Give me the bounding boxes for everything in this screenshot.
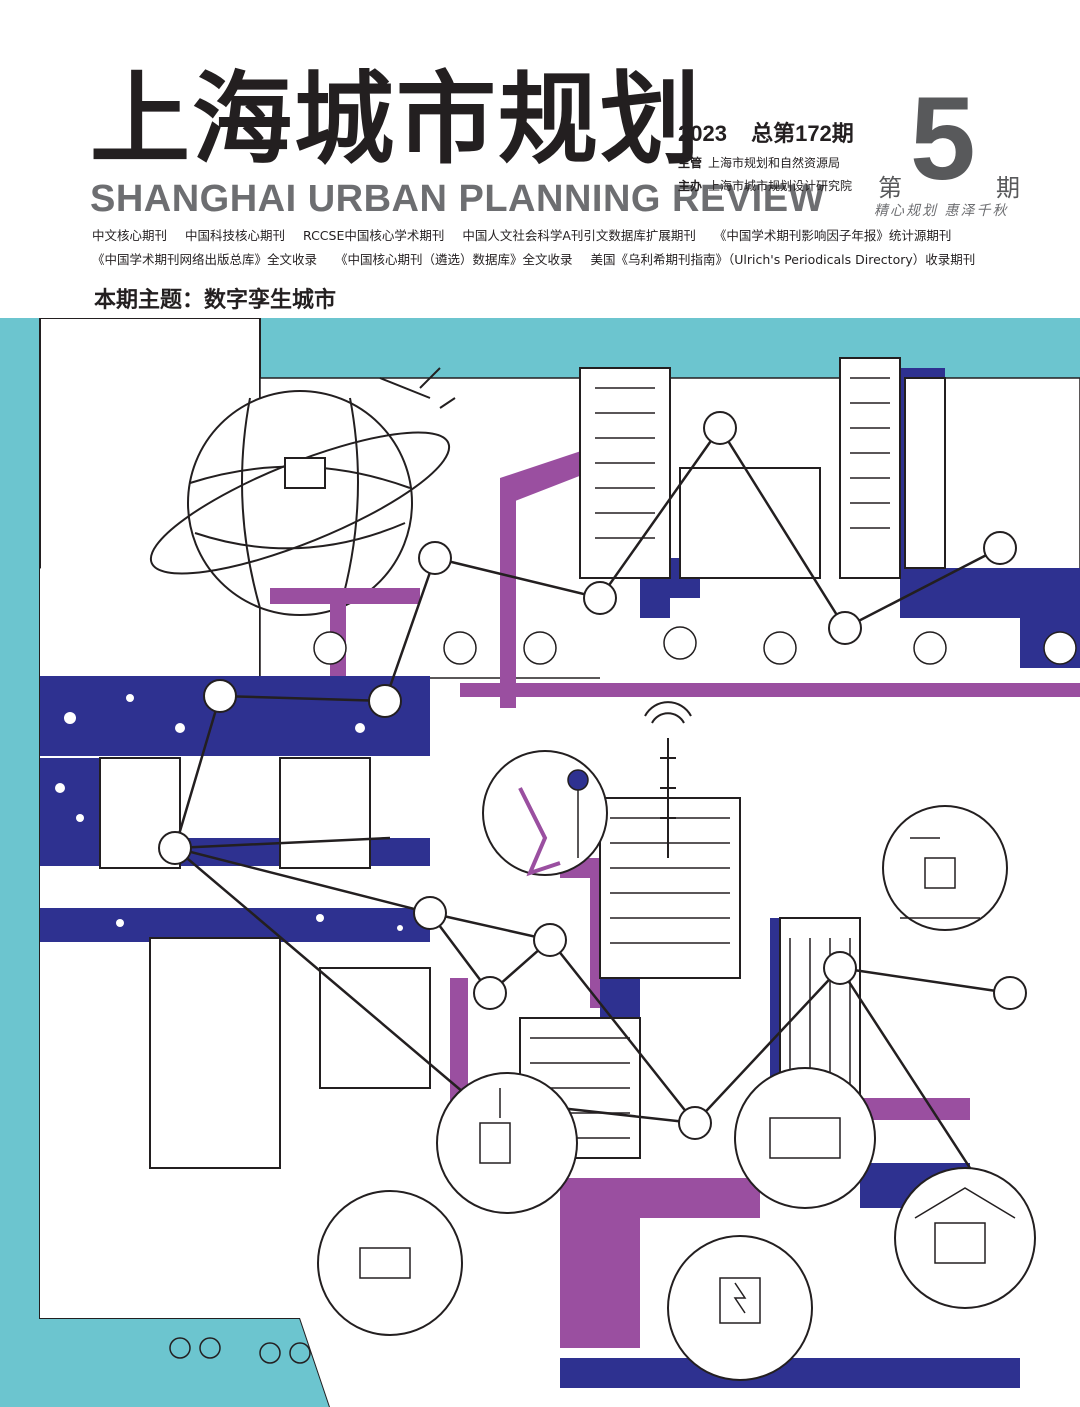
- index-item: 《中国核心期刊（遴选）数据库》全文收录: [335, 252, 573, 267]
- cover-illustration: [0, 318, 1080, 1407]
- index-item: 《中国学术期刊网络出版总库》全文收录: [92, 252, 318, 267]
- issue-suffix: 期: [996, 174, 1020, 202]
- total-issue: 总第172期: [751, 121, 854, 146]
- index-item: 美国《乌利希期刊指南》（Ulrich's Periodicals Directo…: [590, 252, 976, 267]
- motto: 精心规划 惠泽千秋: [874, 203, 1009, 219]
- supervisor-line: 主管上海市规划和自然资源局: [678, 154, 872, 171]
- index-item: 中文核心期刊: [92, 228, 168, 243]
- satellite-icon: [379, 367, 456, 409]
- sponsor-line: 主办上海市城市规划设计研究院: [678, 177, 872, 194]
- supervisor: 上海市规划和自然资源局: [708, 156, 841, 170]
- window-grid: [530, 377, 890, 1139]
- indexing-line-1: 中文核心期刊 中国科技核心期刊 RCCSE中国核心学术期刊 中国人文社会科学A刊…: [92, 225, 965, 244]
- supervisor-label: 主管: [678, 156, 703, 170]
- index-item: 中国人文社会科学A刊引文数据库扩展期刊: [462, 228, 696, 243]
- network-nodes: [158, 411, 1027, 1140]
- issue-line: 2023 总第172期: [678, 116, 872, 148]
- bicycles: [169, 1337, 311, 1364]
- issue-year: 2023: [678, 121, 727, 146]
- issue-meta: 2023 总第172期 主管上海市规划和自然资源局 主办上海市城市规划设计研究院: [678, 116, 872, 194]
- journal-title-cn: 上海城市规划: [90, 61, 702, 178]
- index-item: 《中国学术期刊影响因子年报》统计源期刊: [713, 228, 952, 243]
- antenna-icon: [644, 701, 692, 858]
- planet-icon: [149, 390, 451, 616]
- sponsor: 上海市城市规划设计研究院: [708, 179, 853, 193]
- trees: [313, 626, 1077, 665]
- issue-theme: 本期主题：数字孪生城市: [94, 288, 337, 313]
- white-dots: [55, 694, 403, 931]
- index-item: RCCSE中国核心学术期刊: [303, 228, 445, 243]
- index-item: 中国科技核心期刊: [185, 228, 286, 243]
- issue-prefix: 第: [878, 174, 902, 202]
- cover-header: 上海城市规划 SHANGHAI URBAN PLANNING REVIEW 20…: [0, 0, 1080, 318]
- indexing-line-2: 《中国学术期刊网络出版总库》全文收录 《中国核心期刊（遴选）数据库》全文收录 美…: [92, 249, 989, 268]
- journal-title-en: SHANGHAI URBAN PLANNING REVIEW: [90, 178, 825, 220]
- purple-bands: [270, 448, 1080, 1348]
- sponsor-label: 主办: [678, 179, 703, 193]
- bubble-details: [359, 769, 1016, 1324]
- issue-number: 5: [910, 73, 976, 205]
